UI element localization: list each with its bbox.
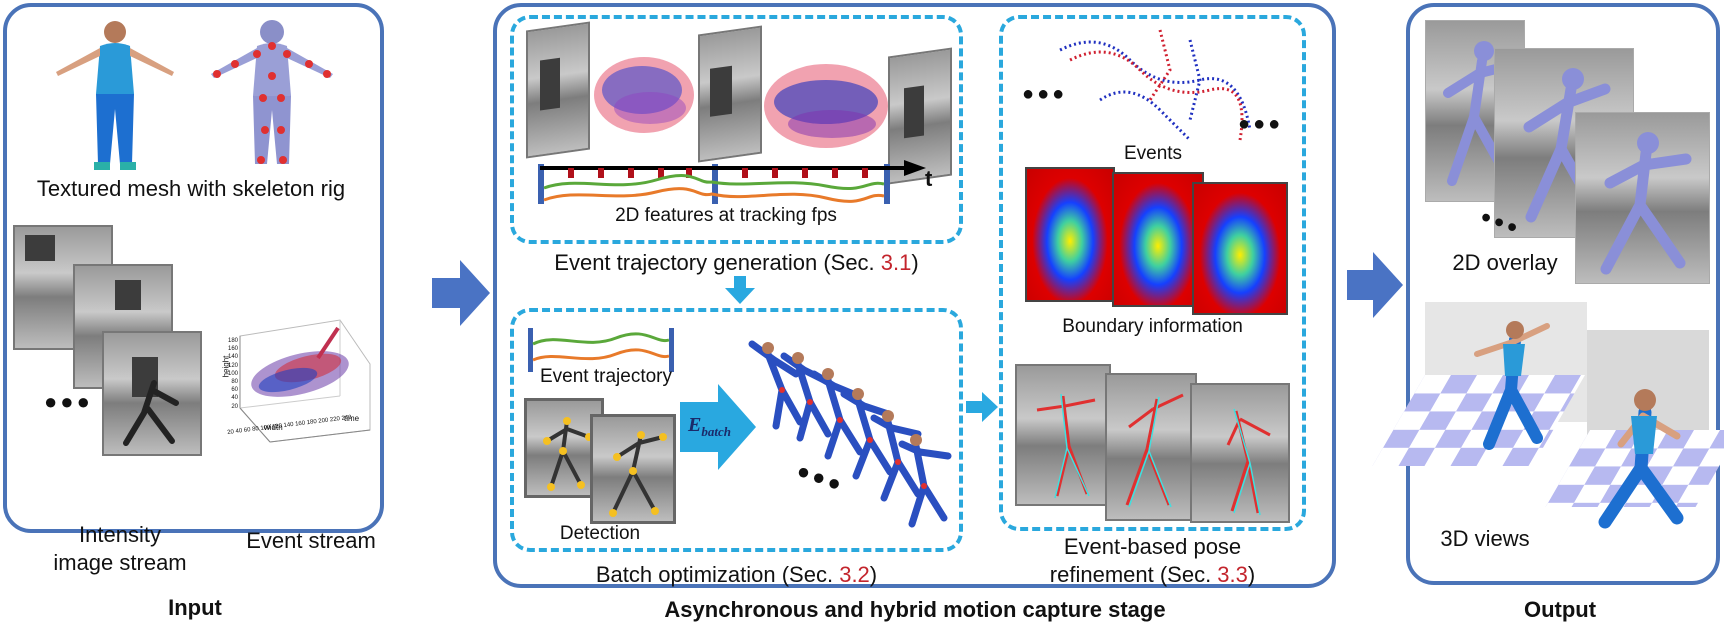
events-ellipsis-right: ●●●: [1238, 113, 1284, 135]
batch-pose-sequence: [748, 340, 952, 528]
plot-z-tick: 140: [227, 354, 238, 361]
batch-caption: Batch optimization (Sec. 3.2): [510, 562, 963, 588]
output-title: Output: [1523, 597, 1597, 622]
trajectory-section-ref: 3.1: [880, 250, 912, 275]
trajectory-generation-box: [510, 15, 963, 244]
trajectory-caption: Event trajectory generation (Sec. 3.1): [510, 250, 963, 276]
trajectory-frame-1: [526, 21, 590, 159]
flow-arrow-input-to-stage: [432, 260, 490, 326]
pose-refinement-box: [999, 15, 1306, 531]
plot-z-tick: 160: [227, 346, 238, 353]
overlay-label: 2D overlay: [1452, 250, 1558, 275]
event-cloud-1: [594, 57, 694, 133]
batch-section-ref: 3.2: [839, 562, 870, 587]
event-stream-caption: Event stream: [246, 528, 376, 553]
3d-view-figure-1: [1474, 321, 1550, 450]
boundary-map-3: [1192, 182, 1288, 315]
events-label: Events: [1123, 143, 1183, 164]
boundary-map-1: [1025, 167, 1115, 302]
refined-pose-frame-3: [1190, 383, 1290, 523]
trajectory-caption-text: Event trajectory generation (Sec.: [554, 250, 881, 275]
tracking-timeline: [538, 160, 926, 204]
3d-view-figure-2: [1598, 389, 1684, 529]
plot-width-axis-label: width: [264, 423, 283, 432]
refinement-caption-line1: Event-based pose: [1063, 534, 1242, 559]
stage-title: Asynchronous and hybrid motion capture s…: [664, 597, 1166, 622]
intensity-frame-3: [102, 331, 202, 456]
overlay-frame-3: [1575, 112, 1710, 284]
refined-pose-frame-1: [1015, 364, 1111, 506]
plot-z-ticks: 180 160 140 120 100 80 60 40 20: [224, 337, 238, 411]
energy-symbol: E: [688, 414, 702, 436]
plot-z-tick: 120: [227, 362, 238, 369]
boundary-label: Boundary information: [1062, 316, 1243, 337]
plot-z-tick: 80: [231, 379, 238, 386]
event-cloud-2: [764, 64, 888, 148]
batch-optimization-box: [510, 308, 963, 552]
trajectory-caption-end: ): [911, 250, 919, 275]
plot-time-axis-label: time: [344, 414, 360, 423]
intensity-caption-line1: Intensity: [79, 522, 161, 547]
energy-subscript: batch: [701, 424, 731, 439]
input-title: Input: [168, 595, 222, 620]
plot-z-tick: 180: [227, 338, 238, 344]
refinement-section-ref: 3.3: [1217, 562, 1248, 587]
energy-batch-label: Ebatch: [688, 414, 731, 440]
refinement-caption-text: refinement (Sec.: [1049, 562, 1218, 587]
event-trajectory-mini: [528, 328, 674, 372]
trajectory-frame-2: [698, 25, 762, 163]
intensity-frame-1: [13, 225, 113, 350]
batch-caption-end: ): [869, 562, 878, 587]
detection-frame-2: [590, 414, 676, 524]
events-sparse-plot: [1059, 29, 1252, 142]
views-label: 3D views: [1440, 526, 1530, 551]
batch-caption-text: Batch optimization (Sec.: [595, 562, 840, 587]
detection-label: Detection: [559, 523, 641, 544]
refined-pose-frame-2: [1105, 373, 1197, 521]
down-arrow: [725, 276, 755, 304]
features-label: 2D features at tracking fps: [615, 205, 837, 226]
plot-z-tick: 100: [227, 370, 238, 377]
energy-batch-arrow: [680, 384, 756, 470]
flow-arrow-stage-to-output: [1347, 252, 1403, 318]
skeleton-rig-figure: [211, 20, 333, 164]
time-axis-label: t: [925, 166, 933, 191]
intensity-caption-line2: image stream: [53, 550, 187, 575]
boundary-map-2: [1112, 172, 1204, 307]
refinement-caption-end: ): [1247, 562, 1256, 587]
plot-z-tick: 40: [231, 395, 238, 402]
right-arrow-to-refinement: [966, 392, 998, 422]
events-ellipsis-left: ●●●: [1022, 83, 1068, 105]
input-ellipsis: ●●●: [44, 389, 93, 414]
event-stream-plot: [239, 319, 371, 443]
event-trajectory-label: Event trajectory: [540, 366, 672, 387]
plot-z-tick: 60: [231, 387, 238, 394]
mesh-caption: Textured mesh with skeleton rig: [36, 176, 346, 201]
plot-z-tick: 20: [231, 403, 238, 410]
refinement-caption-line2: refinement (Sec. 3.3): [1020, 562, 1285, 588]
textured-mesh-figure: [56, 21, 174, 170]
